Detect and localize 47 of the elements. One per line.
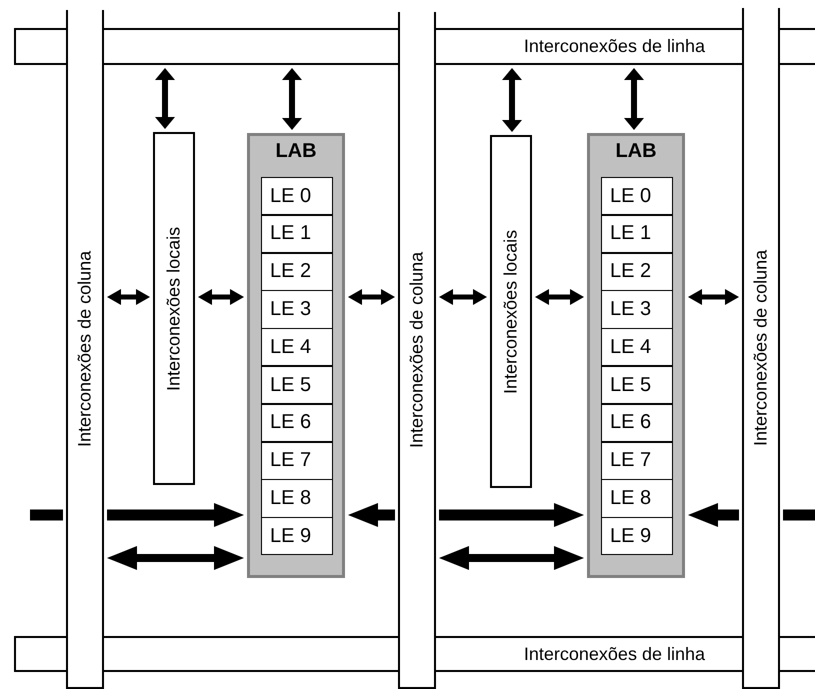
bus-line — [30, 510, 63, 520]
logic-element-row: LE 6 — [261, 404, 333, 442]
arrow — [348, 503, 395, 527]
double-arrow — [688, 289, 739, 305]
double-arrow — [439, 289, 487, 305]
logic-element-row: LE 9 — [261, 517, 333, 556]
lab-heading: LAB — [274, 140, 318, 163]
logic-element-row: LE 3 — [601, 290, 673, 329]
logic-element-row: LE 2 — [601, 252, 673, 291]
double-arrow — [282, 68, 302, 130]
arrow — [107, 503, 244, 527]
lab-heading: LAB — [614, 140, 658, 163]
double-arrow — [535, 289, 584, 305]
lab-block — [247, 133, 345, 578]
lab-block — [587, 133, 685, 578]
logic-element-row: LE 4 — [261, 328, 333, 366]
local-interconnect-bar: Interconexões locais — [490, 135, 532, 488]
logic-element-row: LE 9 — [601, 517, 673, 556]
double-arrow — [107, 289, 150, 305]
double-arrow — [155, 68, 175, 129]
logic-element-row: LE 6 — [601, 404, 673, 442]
double-arrow — [624, 68, 644, 130]
double-arrow — [107, 546, 244, 570]
vertical-interconnect-bar: Interconexões de coluna — [398, 12, 436, 689]
logic-element-row: LE 4 — [601, 328, 673, 366]
vertical-interconnect-bar: Interconexões de coluna — [66, 10, 104, 689]
bus-line — [783, 510, 815, 520]
logic-element-row: LE 7 — [261, 442, 333, 480]
logic-element-row: LE 0 — [261, 177, 333, 216]
logic-element-row: LE 8 — [261, 479, 333, 518]
logic-element-row: LE 5 — [601, 366, 673, 404]
logic-element-row: LE 1 — [261, 214, 333, 254]
logic-element-row: LE 0 — [601, 177, 673, 216]
logic-element-row: LE 3 — [261, 290, 333, 329]
logic-element-row: LE 5 — [261, 366, 333, 404]
logic-element-row: LE 2 — [261, 252, 333, 291]
double-arrow — [198, 289, 244, 305]
double-arrow — [502, 68, 522, 132]
logic-element-row: LE 1 — [601, 214, 673, 254]
arrow — [688, 503, 739, 527]
logic-element-row: LE 7 — [601, 442, 673, 480]
arrow — [439, 503, 584, 527]
local-interconnect-bar: Interconexões locais — [153, 132, 195, 485]
vertical-interconnect-bar: Interconexões de coluna — [742, 8, 780, 689]
double-arrow — [439, 546, 584, 570]
double-arrow — [348, 289, 395, 305]
logic-element-row: LE 8 — [601, 479, 673, 518]
